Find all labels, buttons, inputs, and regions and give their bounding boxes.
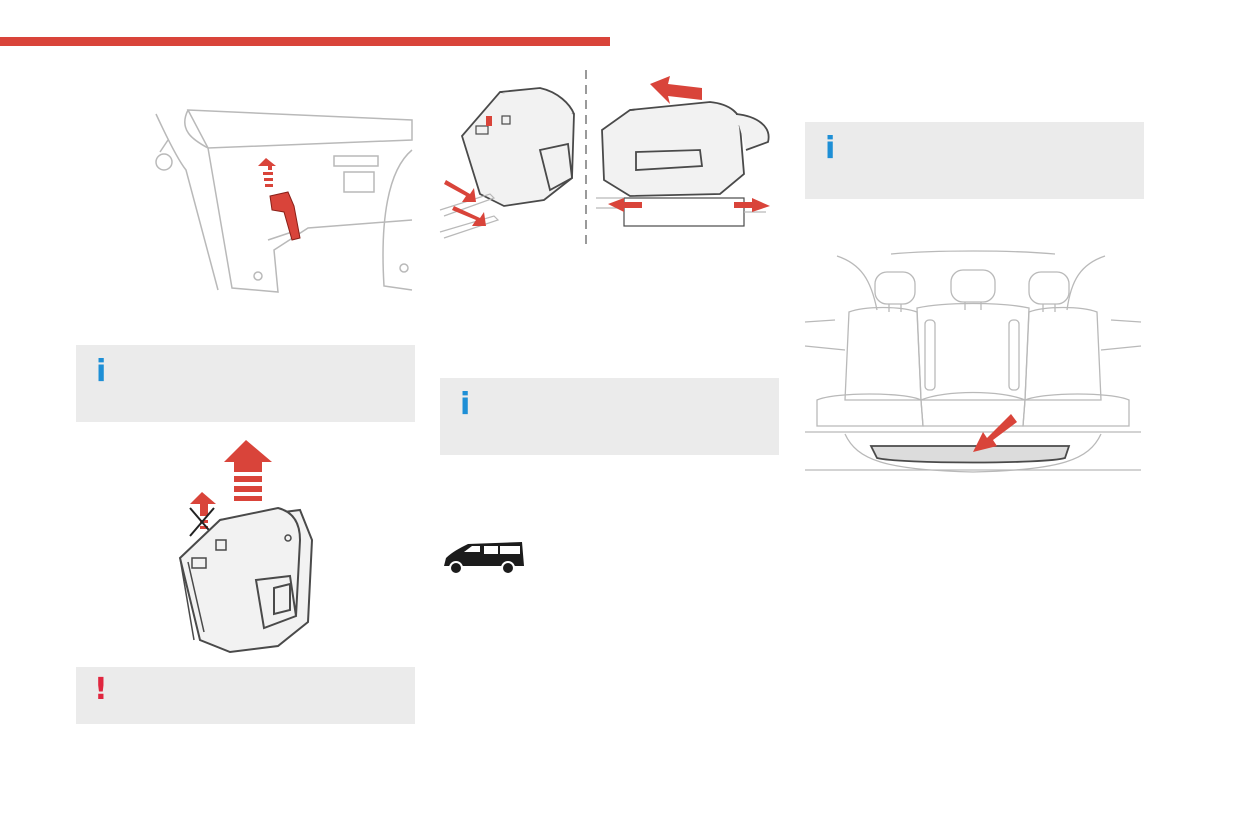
info-note-3: i [805, 122, 1144, 199]
info-icon: i [96, 354, 107, 389]
down-left-arrow-icon [973, 414, 1017, 452]
seat-rail-release-lever-figure [155, 109, 413, 293]
forward-back-arrow-icon [608, 76, 770, 212]
small-up-arrow-icon [190, 492, 216, 529]
info-note-2: i [440, 378, 779, 455]
rear-bench-seat-figure [804, 250, 1142, 473]
info-icon: i [825, 131, 836, 166]
cargo-sill-trim [869, 445, 1071, 464]
info-icon: i [460, 387, 471, 422]
info-note-1: i [76, 345, 415, 422]
warning-icon: ! [94, 672, 108, 707]
van-icon [444, 542, 524, 575]
up-arrow-icon [224, 440, 272, 501]
red-latch [486, 116, 492, 126]
slide-arrow-icon [444, 180, 486, 226]
up-arrow-icon [258, 158, 276, 187]
warning-note: ! [76, 667, 415, 724]
seat-rail-positioning-figure [439, 70, 770, 246]
release-lever [269, 191, 301, 241]
folded-seat-lift-figure [178, 440, 314, 654]
header-accent-bar [0, 37, 610, 46]
